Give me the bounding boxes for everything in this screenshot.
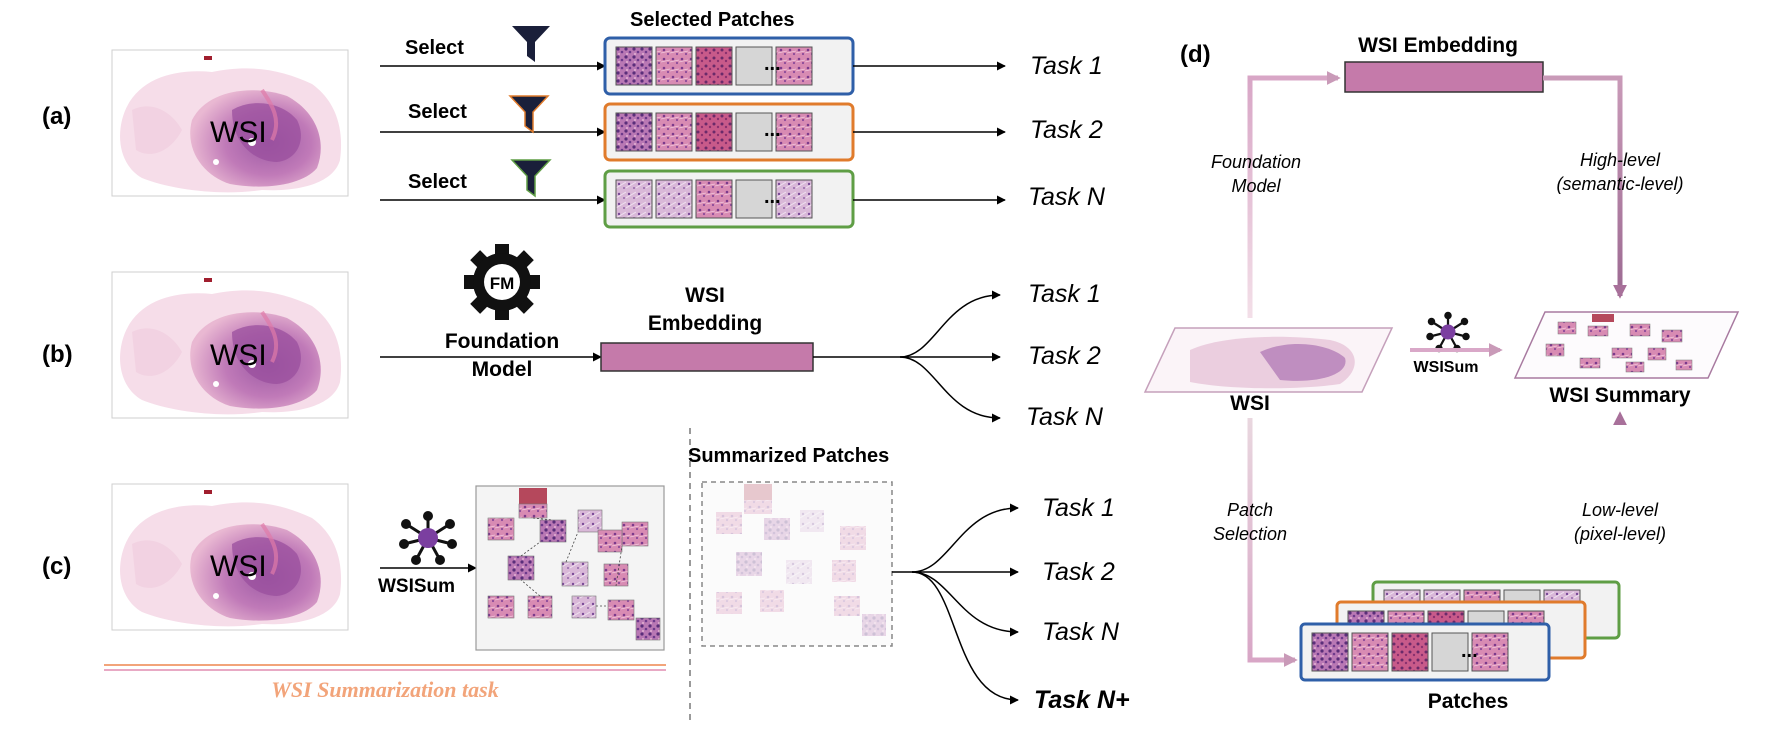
panel-a-label: (a) (42, 103, 71, 130)
panel-b-task-n: Task N (1026, 403, 1104, 431)
ellipsis-1: ... (764, 53, 781, 75)
panel-c-heading: Summarized Patches (688, 445, 889, 467)
panel-d-patch-selection-2: Selection (1213, 524, 1287, 544)
panel-d-patches-label: Patches (1428, 690, 1509, 713)
panel-d-wsi-label: WSI (1230, 392, 1270, 415)
panel-c-method-label: WSISum (378, 576, 455, 597)
panel-d-ellipsis: ... (1461, 640, 1478, 662)
panel-b-wsi-label: WSI (210, 339, 267, 372)
panel-b-task-2: Task 2 (1028, 342, 1101, 370)
panel-d-label: (d) (1180, 41, 1211, 68)
patch-stack-front: ... (1299, 622, 1551, 682)
summarization-task-caption: WSI Summarization task (271, 677, 498, 702)
panel-d-patch-selection-1: Patch (1227, 500, 1273, 520)
panel-d-wsisum-label: WSISum (1414, 359, 1479, 376)
panel-a-select-2: Select (408, 101, 467, 123)
ellipsis-2: ... (764, 119, 781, 141)
panel-d-low-level-2: (pixel-level) (1574, 524, 1666, 544)
panel-d-high-level-1: High-level (1580, 150, 1661, 170)
funnel-icon (512, 26, 550, 62)
panel-d-summary-label: WSI Summary (1549, 384, 1691, 407)
embedding-label-1: WSI (685, 284, 725, 307)
panel-d-wsisum-icon (1425, 310, 1471, 354)
panel-c-task-n-plus: Task N+ (1034, 686, 1130, 714)
panel-b-label: (b) (42, 341, 73, 368)
wsi-embedding-bar (600, 342, 814, 372)
gear-icon (464, 244, 540, 320)
panel-a: (a) WSI Selected Patches Select ... Task… (42, 9, 1106, 229)
panel-d: (d) WSI Embedding Foundation Model High-… (1143, 34, 1740, 713)
panel-c-task-1: Task 1 (1042, 494, 1115, 522)
panel-a-task-1: Task 1 (1030, 52, 1103, 80)
panel-a-wsi-label: WSI (210, 116, 267, 149)
panel-a-task-2: Task 2 (1030, 116, 1103, 144)
panel-c-task-2: Task 2 (1042, 558, 1115, 586)
panel-d-foundation-model-2: Model (1231, 176, 1281, 196)
panel-d-embedding-label: WSI Embedding (1358, 34, 1518, 57)
foundation-model-label-1: Foundation (445, 330, 559, 353)
panel-b-task-1: Task 1 (1028, 280, 1101, 308)
funnel-icon (510, 159, 552, 198)
panel-d-embedding-bar (1344, 61, 1544, 93)
panel-a-select-1: Select (405, 37, 464, 59)
foundation-model-label-2: Model (472, 358, 533, 381)
funnel-icon (508, 95, 550, 134)
panel-d-foundation-model-1: Foundation (1211, 152, 1301, 172)
embedding-label-2: Embedding (648, 312, 762, 335)
panel-a-heading: Selected Patches (630, 9, 795, 31)
panel-c-wsi-label: WSI (210, 550, 267, 583)
panel-d-high-level-2: (semantic-level) (1556, 174, 1683, 194)
panel-a-task-n: Task N (1028, 183, 1106, 211)
panel-c: (c) WSI WSISum Summari (42, 428, 1130, 720)
fm-badge: FM (490, 274, 515, 293)
ellipsis-3: ... (764, 186, 781, 208)
panel-c-task-n: Task N (1042, 618, 1120, 646)
panel-b: (b) WSI FM Foundation Model WSI Embeddin… (42, 244, 1104, 431)
panel-d-low-level-1: Low-level (1582, 500, 1659, 520)
panel-a-select-3: Select (408, 171, 467, 193)
wsisum-icon (397, 509, 459, 567)
panel-c-label: (c) (42, 553, 71, 580)
